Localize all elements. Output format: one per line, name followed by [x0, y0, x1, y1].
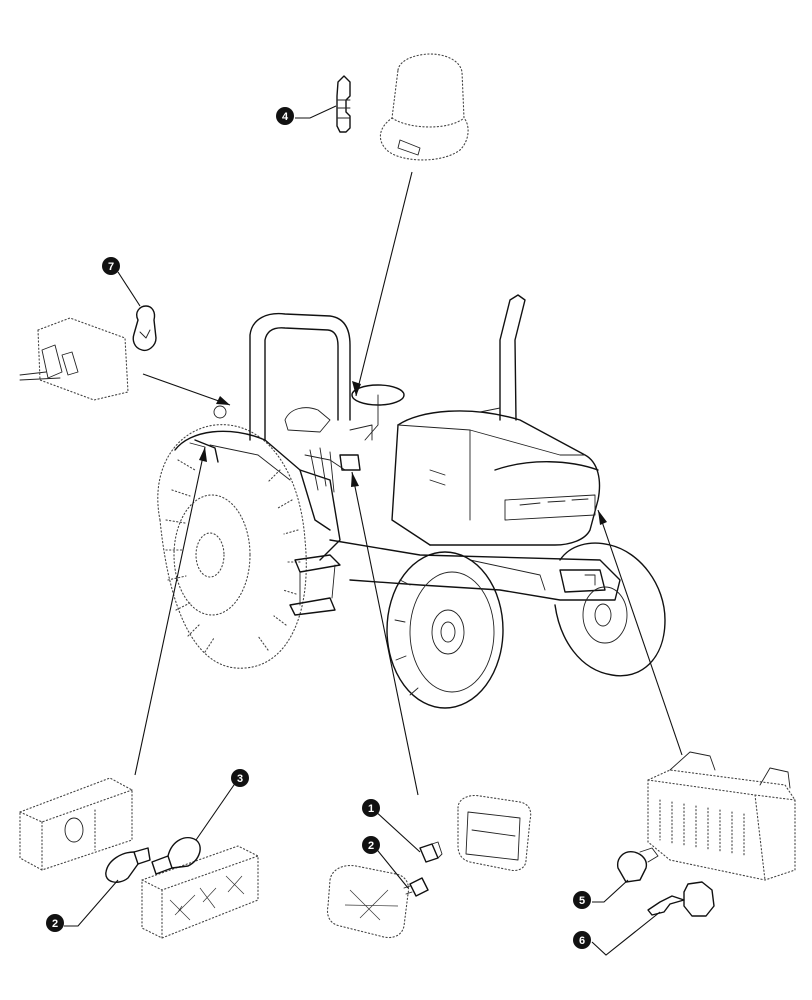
callout-badge-2-center: 2 [362, 836, 380, 854]
rear-lamp-lens [141, 845, 259, 939]
callout-label-3: 3 [237, 773, 243, 785]
rotating-beacon [379, 53, 469, 161]
bulb-2a [105, 847, 151, 883]
callout-label-5: 5 [579, 895, 585, 907]
bulb-5 [617, 847, 659, 883]
front-left-wheel [386, 551, 504, 709]
tractor-light-mounts [194, 405, 373, 471]
headlight-unit [647, 751, 796, 881]
halogen-bulb-4 [336, 75, 351, 133]
front-right-wheel [554, 542, 666, 677]
work-lamp-housing [457, 794, 532, 872]
bulb-6 [647, 881, 715, 917]
callout-label-4: 4 [282, 111, 289, 123]
tractor-body [174, 294, 621, 616]
bulb-1 [419, 841, 443, 863]
bulb-3 [151, 837, 201, 875]
bulb-7 [132, 305, 157, 352]
callout-badge-3: 3 [231, 769, 249, 787]
callout-label-7: 7 [108, 261, 114, 273]
callout-badge-1: 1 [362, 799, 380, 817]
callout-badge-7: 7 [102, 257, 120, 275]
callout-label-2-center: 2 [368, 840, 374, 852]
leader-lines [134, 171, 683, 796]
callout-label-1: 1 [368, 803, 374, 815]
small-rear-lamp [19, 317, 129, 401]
tractor [157, 294, 666, 709]
callout-label-6: 6 [579, 935, 585, 947]
callouts: 1 2 2 3 4 5 [46, 105, 661, 956]
callout-label-2-left: 2 [52, 918, 58, 930]
rear-lamp-housing [19, 777, 133, 871]
callout-badge-2-left: 2 [46, 914, 64, 932]
callout-badge-5: 5 [573, 891, 591, 909]
callout-badge-4: 4 [276, 107, 294, 125]
callout-badge-6: 6 [573, 931, 591, 949]
rear-left-wheel [157, 424, 307, 669]
work-lamp-lens [326, 864, 410, 939]
